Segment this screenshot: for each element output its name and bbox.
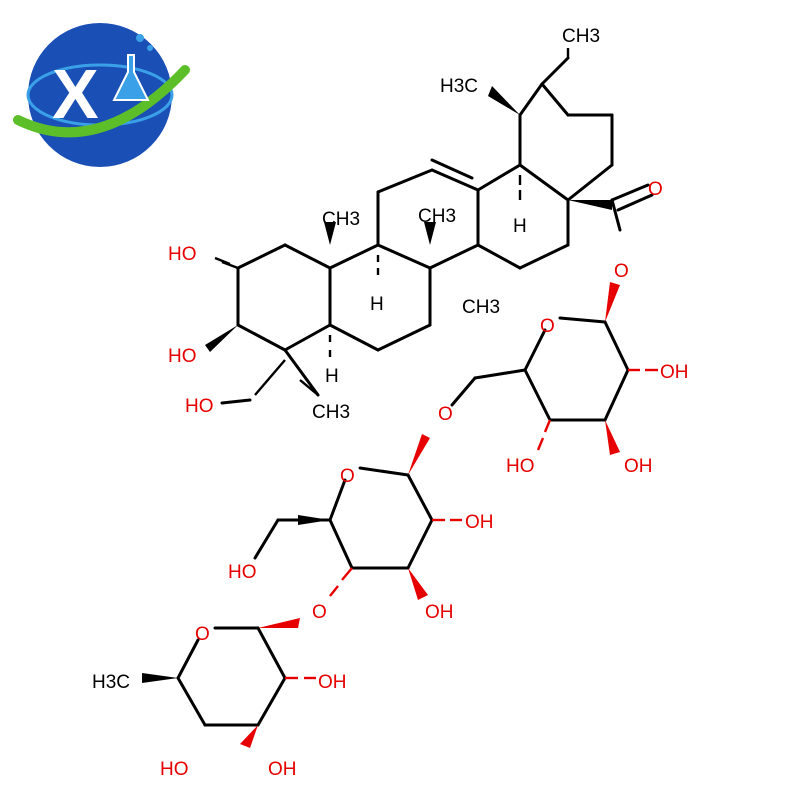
bubble-icon [136,34,144,42]
bubble-icon [147,45,153,51]
methyl-label: CH3 [462,297,500,318]
hydroxyl-label: HO [168,244,197,265]
hydroxyl-label: OH [425,602,454,623]
hydroxyl-label: OH [268,759,297,780]
methyl-label: H3C [440,76,478,97]
hydroxyl-label: HO [160,759,189,780]
logo-globe [28,23,172,167]
hydroxyl-label: OH [318,672,347,693]
stereo-bonds [142,48,658,748]
aglycone-bonds [220,56,654,405]
glycosidic-oxygen-label: O [312,602,327,623]
carbonyl-oxygen-label: O [648,179,663,200]
hydroxyl-label: HO [506,456,535,477]
brand-logo: X [13,23,190,167]
hydroxyl-label: HO [228,562,257,583]
hydrogen-label: H [513,216,527,237]
flask-icon [112,54,150,101]
hydrogen-label: H [325,366,339,387]
hydrogen-label: H [370,294,384,315]
sugar-bonds [176,316,630,727]
methyl-label: CH3 [562,26,600,47]
logo-letter: X [52,55,99,133]
methyl-label: CH3 [322,209,360,230]
hydroxyl-label: HO [185,396,214,417]
ring-oxygen-label: O [540,316,555,337]
hydroxyl-label: OH [624,456,653,477]
methyl-label: CH3 [312,402,350,423]
methyl-label: H3C [92,672,130,693]
ester-oxygen-label: O [614,261,629,282]
ring-oxygen-label: O [195,624,210,645]
hydroxyl-label: HO [168,346,197,367]
glycosidic-oxygen-label: O [438,404,453,425]
logo-swoosh [13,65,190,138]
hydroxyl-label: OH [465,512,494,533]
atom-labels: CH3 H3C CH3 CH3 CH3 CH3 H H H H O O O O … [92,26,689,780]
ring-oxygen-label: O [340,466,355,487]
methyl-label: CH3 [418,206,456,227]
hydroxyl-label: OH [660,362,689,383]
